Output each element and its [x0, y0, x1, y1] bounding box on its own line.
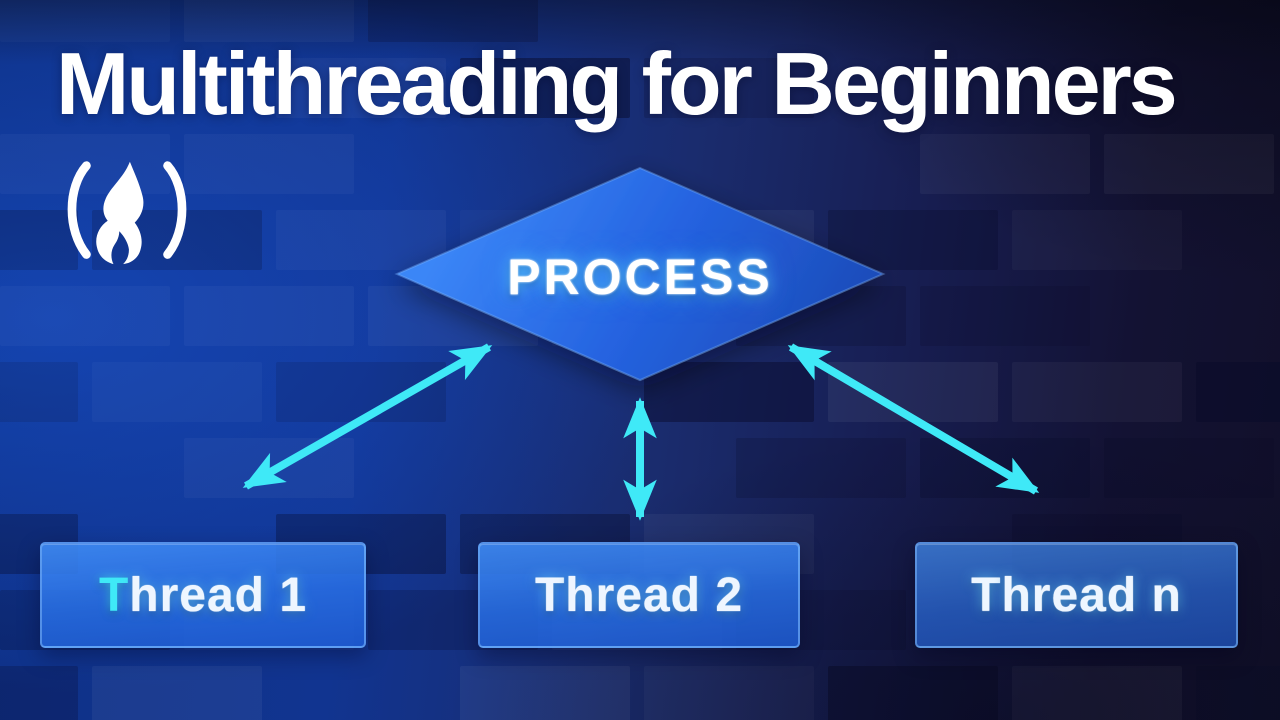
thread-n-label: hread n	[1001, 568, 1182, 622]
thread-n-label-first-letter: T	[971, 568, 1002, 622]
thread-1-label: hread 1	[129, 568, 308, 622]
thread-2-label: hread 2	[565, 568, 744, 622]
double-arrow-to-thread-n	[787, 343, 1040, 495]
thread-1-label-first-letter: T	[98, 568, 130, 622]
thread-2-label-first-letter: T	[534, 568, 566, 622]
process-diamond-label: PROCESS	[507, 249, 773, 305]
double-arrow-to-thread-1	[242, 343, 493, 490]
